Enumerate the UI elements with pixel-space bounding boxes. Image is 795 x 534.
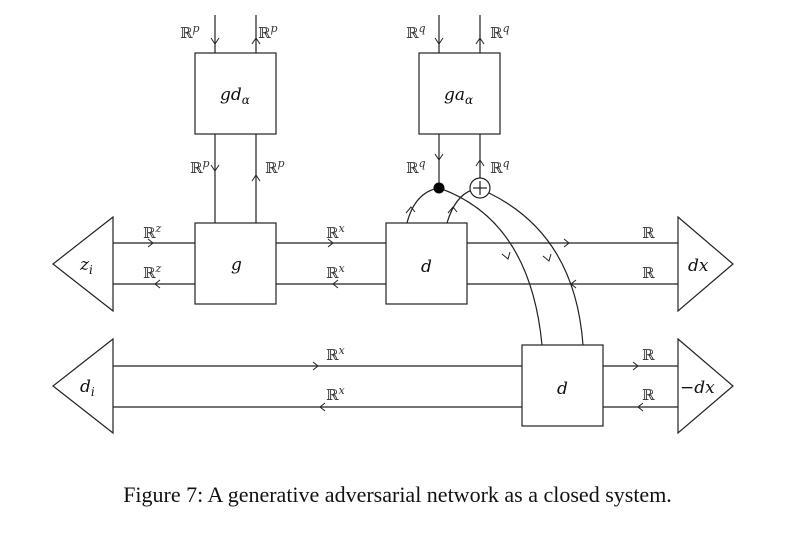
arrow-right-icon xyxy=(312,361,319,371)
box-d-bottom xyxy=(521,344,604,427)
wire-label: ℝp xyxy=(180,22,200,42)
wire-label: ℝ xyxy=(642,346,655,364)
wire-label: ℝ xyxy=(642,386,655,404)
arrow-left-icon xyxy=(319,402,326,412)
arrow-down-icon xyxy=(501,251,511,260)
wire-label: ℝz xyxy=(143,262,161,282)
wire-label: ℝx xyxy=(326,384,345,404)
arrow-down-icon xyxy=(434,37,444,45)
arrow-right-icon xyxy=(327,238,334,248)
arrow-left-icon xyxy=(637,402,644,412)
terminal-z-i xyxy=(52,215,114,313)
arrow-right-icon xyxy=(563,238,570,248)
arrow-down-icon xyxy=(210,37,220,45)
arrowheads xyxy=(147,37,644,412)
arrow-right-icon xyxy=(147,238,154,248)
arrow-left-icon xyxy=(154,279,161,289)
curve-copy-to-lower-d xyxy=(438,187,543,346)
wire-label: ℝx xyxy=(326,222,345,242)
arrow-up-icon xyxy=(251,174,261,182)
box-d-top xyxy=(385,222,468,305)
label-d-bottom: d xyxy=(557,379,568,399)
box-g xyxy=(194,222,277,305)
wire-label: ℝx xyxy=(326,262,345,282)
curve-d-to-add xyxy=(446,189,473,224)
figure-caption: Figure 7: A generative adversarial netwo… xyxy=(123,482,672,507)
arrow-up-icon xyxy=(251,37,261,45)
wire-label: ℝq xyxy=(490,157,510,177)
arrow-down-icon xyxy=(542,253,552,262)
wire-label: ℝp xyxy=(190,157,210,177)
copy-node xyxy=(433,182,445,194)
arrow-left-icon xyxy=(570,279,577,289)
terminal-neg-dx xyxy=(677,337,734,435)
wire-label: ℝp xyxy=(265,157,285,177)
arrow-up-icon xyxy=(475,37,485,45)
box-gd-alpha xyxy=(194,52,277,135)
label-gd-alpha: gdα xyxy=(220,85,250,107)
arrow-down-icon xyxy=(434,153,444,161)
curve-add-to-lower-d xyxy=(488,192,584,346)
arrow-up-icon xyxy=(405,206,416,214)
arrow-down-icon xyxy=(210,164,220,172)
terminal-d-i xyxy=(52,337,114,435)
label-ga-alpha: gaα xyxy=(444,85,473,107)
wire-label: ℝp xyxy=(258,22,278,42)
label-g: g xyxy=(231,255,242,275)
arrow-up-icon xyxy=(475,159,485,167)
arrow-left-icon xyxy=(332,279,339,289)
wire-label: ℝq xyxy=(406,22,426,42)
wire-label: ℝq xyxy=(490,22,510,42)
wire-labels: ℝp ℝp ℝp ℝp ℝq ℝq ℝq ℝq ℝz ℝz ℝx ℝx ℝ ℝ … xyxy=(143,22,655,404)
label-dx: dx xyxy=(688,256,709,276)
box-ga-alpha xyxy=(418,52,501,135)
arrow-up-icon xyxy=(447,206,458,214)
wire-label: ℝx xyxy=(326,344,345,364)
wire-label: ℝq xyxy=(406,157,426,177)
label-neg-dx: −dx xyxy=(680,378,715,398)
label-d-top: d xyxy=(421,257,432,277)
label-z-i: zi xyxy=(79,255,93,277)
curve-d-to-copy xyxy=(406,187,440,224)
terminal-dx xyxy=(677,215,734,313)
label-d-i: di xyxy=(80,377,95,399)
wire-label: ℝ xyxy=(642,224,655,242)
arrow-right-icon xyxy=(632,361,639,371)
wire-label: ℝ xyxy=(642,264,655,282)
wire-label: ℝz xyxy=(143,222,161,242)
